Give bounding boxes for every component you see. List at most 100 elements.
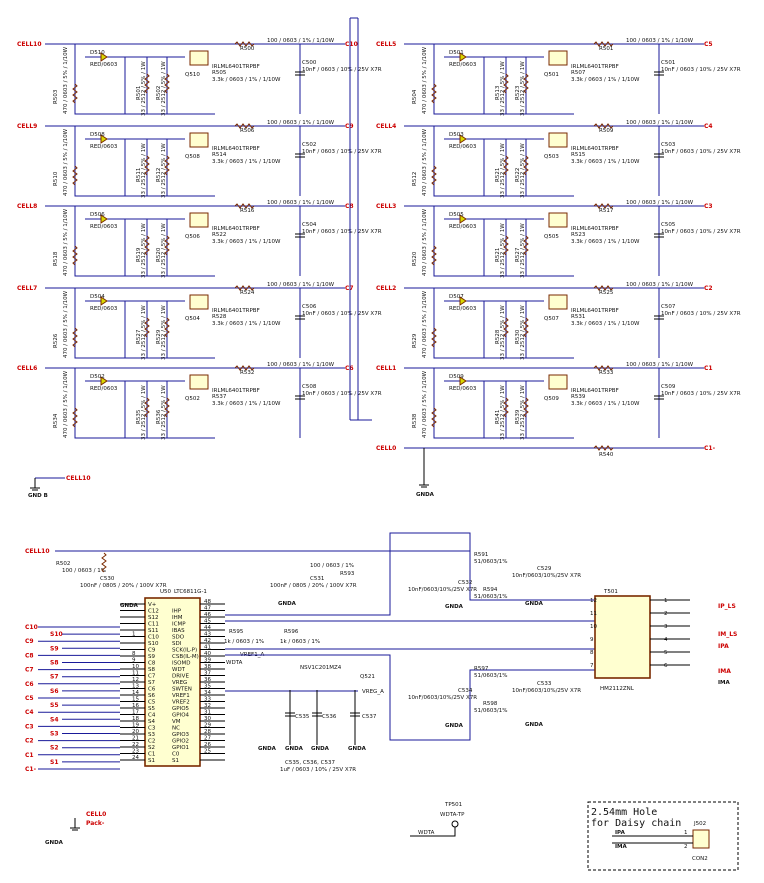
right-bank-bal-wires-3 [483, 301, 527, 358]
left-bank-led-res-ref-1: R510 [53, 171, 59, 186]
right-bank-c-label-3: C2 [704, 285, 713, 292]
r598-ref: R598 [483, 701, 498, 707]
right-bank-mosfet-icon-1 [548, 132, 568, 148]
left-bank-led-res-0 [72, 83, 78, 104]
right-bank-bal-b-ref-0: R523 [515, 85, 521, 100]
right-bank-mosfet-ref-2: Q505 [544, 234, 559, 240]
ic-right-pin-num-6: 42 [204, 638, 211, 644]
ic-right-pin-name-14: VREF1 [172, 693, 190, 699]
right-bank-led-icon-1 [459, 134, 467, 144]
right-bank-led-res-4 [431, 407, 437, 428]
right-bank-bottom-wire-1 [433, 126, 574, 197]
right-bank-led-val-1: RED/0603 [449, 144, 477, 150]
right-bank-cap-icon-1 [654, 153, 664, 158]
left-bank-led-res-ref-2: R518 [53, 251, 59, 266]
left-bank-bal-b-ref-2: R520 [156, 247, 162, 262]
right-bank-series-val-0: 100 / 0603 / 1% / 1/10W [626, 38, 694, 44]
left-bank-cell-label-0: CELL10 [17, 41, 42, 48]
r595-ref: R595 [229, 629, 244, 635]
ic-right-pin-num-11: 37 [204, 671, 211, 677]
left-bank-series-res-0 [234, 41, 255, 47]
ic-right-pin-name-24: S1 [172, 758, 179, 764]
right-bank-bal-b-val-2: 33 / 2512 / 5% / 1W [520, 223, 526, 278]
gnda-4: GNDA [285, 746, 304, 752]
right-bank-bal-res-b-3 [523, 317, 529, 338]
right-bank-cell-label-4: CELL1 [376, 365, 396, 372]
right-bank-led-res-val-1: 470 / 0603 / 5% / 1/10W [422, 128, 428, 196]
ic-right-pin-name-7: SCK(IL-P) [172, 648, 197, 654]
left-bank-series-val-4: 100 / 0603 / 1% / 1/10W [267, 362, 335, 368]
left-bank-mosfet-ref-0: Q510 [185, 72, 200, 78]
test-point-block: TP501 WDTA-TP WDTA [410, 802, 465, 837]
left-bank-bal-a-val-4: 33 / 2512 / 5% / 1W [141, 385, 147, 440]
left-bank-c-label-3: C7 [345, 285, 354, 292]
left-bank-mosfet-val-3: IRLML6401TRPBF [212, 308, 260, 314]
ic-right-pin-name-6: SDI [172, 641, 182, 647]
right-bank-cap-val-3: 10nF / 0603 / 10% / 25V X7R [661, 311, 741, 317]
ic-right-pin-name-18: VM [172, 719, 181, 725]
left-bank-bal-res-a-2 [144, 235, 150, 256]
left-bank-mosfet-ref-4: Q502 [185, 396, 200, 402]
ic-right-pin-num-15: 33 [204, 697, 211, 703]
ic-right-pin-name-23: C0 [172, 752, 180, 758]
vreg-label: VREG_A [362, 689, 384, 695]
right-bank-bal-b-ref-4: R539 [515, 409, 521, 424]
right-bank-series-ref-4: R533 [599, 370, 614, 376]
right-bank-bal-a-ref-0: R513 [495, 85, 501, 100]
left-net-5: S8 [50, 660, 59, 667]
ic-left-pin-name-18: S4 [148, 719, 155, 725]
iso-gnda-3: GNDA [445, 723, 464, 729]
left-bank-series-ref-1: R506 [240, 128, 255, 134]
left-net-15: S3 [50, 731, 59, 738]
iso-gnda-2: GNDA [525, 601, 544, 607]
left-bank-series-val-0: 100 / 0603 / 1% / 1/10W [267, 38, 335, 44]
right-bank-gate-ref-3: R531 [571, 314, 585, 320]
r596-val: 1k / 0603 / 1% [280, 639, 320, 645]
ic-left-pin-name-7: C9 [148, 648, 156, 654]
ic-left-pin-name-13: C6 [148, 687, 156, 693]
left-bank-bal-wires-3 [124, 301, 168, 358]
ic-left-pin-num-19: 19 [132, 723, 139, 729]
left-net-11: S5 [50, 702, 59, 709]
left-bank-led-icon-3 [100, 296, 108, 306]
ic-right-pin-name-15: VREF2 [172, 700, 190, 706]
left-bank-led-res-ref-0: R503 [53, 89, 59, 104]
left-bank-led-icon-2 [100, 214, 108, 224]
right-bank-c-label-4: C1 [704, 365, 713, 372]
right-bank-cap-val-4: 10nF / 0603 / 10% / 25V X7R [661, 391, 741, 397]
ic-right-pin-num-12: 36 [204, 677, 211, 683]
ic-left-pin-num-23: 23 [132, 749, 139, 755]
right-bank-gate-val-2: 3.3k / 0603 / 1% / 1/10W [571, 239, 640, 245]
right-bank-gnd-icon [419, 448, 429, 488]
gnda-6: GNDA [348, 746, 367, 752]
right-bank-led-val-4: RED/0603 [449, 386, 477, 392]
left-net-2: C9 [25, 638, 34, 645]
right-bank-bal-a-val-2: 33 / 2512 / 5% / 1W [500, 223, 506, 278]
connector-net-2: IMA [615, 844, 628, 850]
left-bank-cap-icon-2 [295, 233, 305, 238]
ic-right-pin-num-3: 45 [204, 619, 211, 625]
left-bank-series-ref-2: R516 [240, 208, 255, 214]
left-bank-cap-ref-4: C508 [302, 384, 317, 390]
left-bank-cell-label-3: CELL7 [17, 285, 37, 292]
out-net-2: IPA [718, 643, 729, 650]
ic-right-pin-num-14: 34 [204, 690, 211, 696]
right-bank-bal-b-val-1: 33 / 2512 / 5% / 1W [520, 143, 526, 198]
left-bank-gnd-label: GND B [28, 493, 48, 499]
gnda-3: GNDA [258, 746, 277, 752]
right-bank-led-ref-2: D505 [449, 212, 464, 218]
left-bank-led-res-val-0: 470 / 0603 / 5% / 1/10W [63, 46, 69, 114]
t501-right-pin-0: 1 [664, 598, 668, 604]
left-bank-cap-icon-1 [295, 153, 305, 158]
ic-right-pin-name-1: IHP [172, 609, 182, 615]
left-bank-bal-b-val-1: 33 / 2512 / 5% / 1W [161, 143, 167, 198]
left-net-8: C6 [25, 681, 34, 688]
left-net-14: C3 [25, 723, 34, 730]
right-bank-series-val-1: 100 / 0603 / 1% / 1/10W [626, 120, 694, 126]
right-bank-bal-b-val-0: 33 / 2512 / 5% / 1W [520, 61, 526, 116]
t501-right-pin-5: 6 [664, 663, 668, 669]
left-bank-series-ref-4: R532 [240, 370, 254, 376]
left-bank-series-ref-0: R500 [240, 46, 255, 52]
left-bank-series-res-1 [234, 123, 255, 129]
right-bank-bal-wires-1 [483, 139, 527, 196]
